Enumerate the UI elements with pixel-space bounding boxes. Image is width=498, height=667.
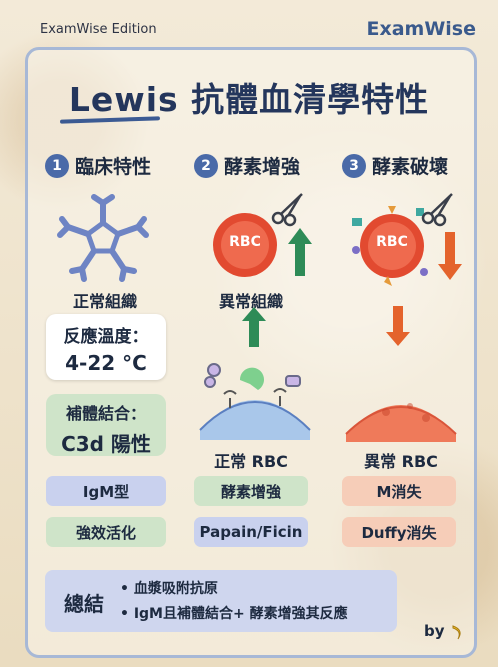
edition-label: ExamWise Edition [40,22,157,37]
summary-title: 總結 [64,592,104,616]
up-arrow-icon [242,307,266,347]
byline: by [424,622,464,640]
enzyme-enhance-pill: 酵素增強 [194,476,308,506]
temperature-label: 反應溫度： [63,327,149,347]
summary-line-2: • IgM且補體結合+ 酵素增強其反應 [120,606,348,622]
strong-activation-pill: 強效活化 [46,517,166,547]
step-number: 2 [194,153,218,178]
column-heading-enzyme-enhance: 2 酵素增強 [194,152,300,179]
abnormal-rbc-membrane-icon [345,403,457,442]
rbc-cell-icon [213,213,277,277]
summary-line-1: • 血漿吸附抗原 [120,581,218,597]
m-lost-pill: M消失 [342,476,456,506]
normal-rbc-membrane-icon [199,363,311,440]
brand-logo: ExamWise [366,18,476,40]
summary-box [45,570,397,632]
banana-icon [450,624,464,640]
temperature-value: 4-22 °C [65,351,147,375]
byline-text: by [424,622,445,640]
papain-ficin-pill: Papain/Ficin [194,517,308,547]
page-title: Lewis 抗體血清學特性 [68,80,430,119]
abnormal-tissue-label: 異常組織 [218,292,283,311]
column-heading-enzyme-destroy: 3 酵素破壞 [342,152,448,179]
normal-rbc-label: 正常 RBC [214,452,288,471]
complement-value: C3d 陽性 [61,432,151,456]
heading-text: 臨床特性 [75,156,152,178]
temperature-box: 反應溫度： 4-22 °C [46,314,166,380]
abnormal-rbc-label: 異常 RBC [364,452,438,471]
rbc-text: RBC [376,234,408,250]
duffy-lost-pill: Duffy消失 [342,517,456,547]
scissors-icon [421,193,453,227]
igm-type-pill: IgM型 [46,476,166,506]
heading-text: 酵素破壞 [372,156,449,178]
down-arrow-icon [438,232,462,280]
column-heading-clinical: 1 臨床特性 [45,152,151,179]
normal-tissue-label: 正常組織 [72,292,137,311]
heading-text: 酵素增強 [224,156,301,178]
step-number: 1 [45,153,69,178]
igm-pentamer-icon [57,194,149,282]
complement-label: 補體結合： [65,404,146,423]
complement-box: 補體結合： C3d 陽性 [46,394,166,456]
down-arrow-icon [386,306,410,346]
rbc-text: RBC [229,234,261,250]
scissors-icon [271,193,303,227]
up-arrow-icon [288,228,312,276]
step-number: 3 [342,153,366,178]
rbc-cell-icon [352,206,428,286]
